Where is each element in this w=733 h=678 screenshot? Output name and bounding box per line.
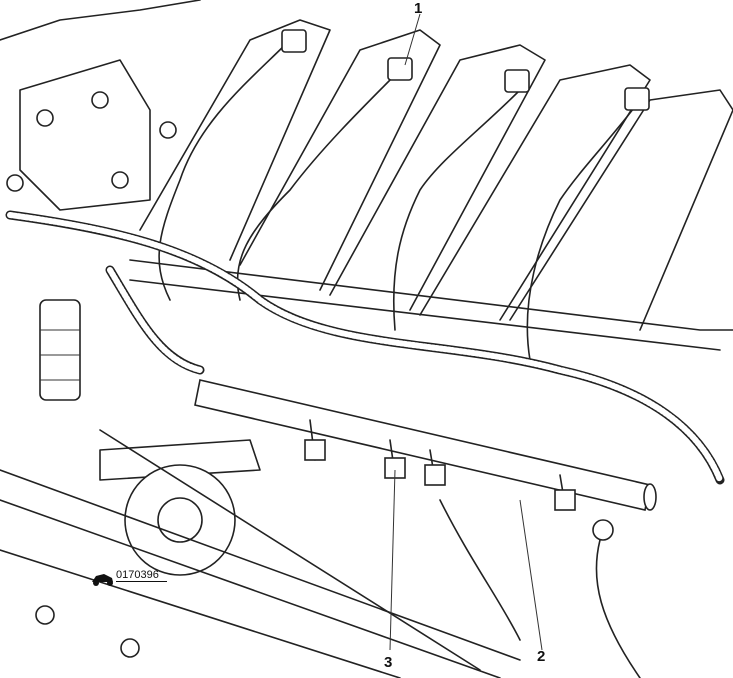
callout-leaders: [389, 13, 543, 651]
fuel-rail: [194, 379, 657, 541]
callout-1: 1: [414, 0, 423, 17]
figure-code: 0170396: [116, 569, 167, 582]
injector-left: [39, 299, 81, 401]
intake-manifold: [129, 19, 733, 351]
lower-components: [0, 429, 641, 678]
engine-block-left: [0, 0, 201, 211]
wiring-harness: [5, 210, 725, 485]
callout-2: 2: [537, 648, 546, 665]
callout-3: 3: [384, 654, 393, 671]
ignition-wiring: [158, 29, 650, 361]
car-icon: [92, 574, 113, 586]
